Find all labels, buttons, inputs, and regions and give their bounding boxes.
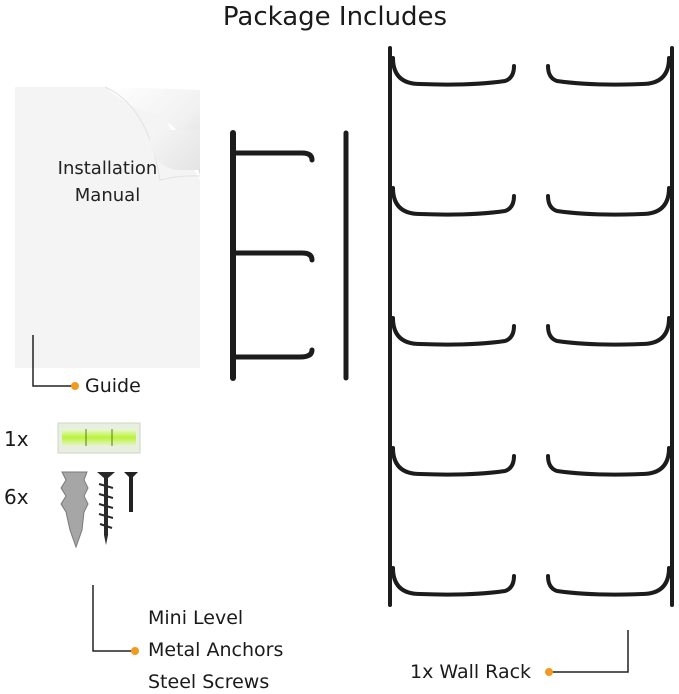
steel-screws-label: Steel Screws xyxy=(148,671,270,693)
wall-rack-label: 1x Wall Rack xyxy=(410,661,532,683)
manual-line-1: Installation xyxy=(57,158,158,179)
rack-hook-left-4 xyxy=(391,446,516,477)
rack-hook-right-2 xyxy=(546,186,671,217)
rack-hook-right-3 xyxy=(546,316,671,347)
rack-hook-left-2 xyxy=(391,186,516,217)
hardware-leader-line xyxy=(92,585,133,652)
rack-leader-line xyxy=(552,630,629,673)
guide-dot xyxy=(71,382,79,390)
mini-level-label: Mini Level xyxy=(148,607,244,629)
guide-label: Guide xyxy=(85,375,141,397)
rack-hook-right-4 xyxy=(546,446,671,477)
metal-anchors-label: Metal Anchors xyxy=(148,639,284,661)
side-bracket xyxy=(230,130,349,381)
rack-hook-right-1 xyxy=(546,56,671,87)
rack-dot xyxy=(545,668,553,676)
rack-hook-left-3 xyxy=(391,316,516,347)
rack-hook-left-5 xyxy=(391,566,516,597)
hardware-dot xyxy=(131,647,139,655)
page-title: Package Includes xyxy=(222,2,448,32)
guide-leader-line xyxy=(32,335,73,387)
wall-rack-image xyxy=(388,46,674,607)
hardware-quantity: 6x xyxy=(4,485,29,509)
rack-hook-left-1 xyxy=(391,56,516,87)
mini-level-image xyxy=(57,422,141,454)
rack-hook-right-5 xyxy=(546,566,671,597)
anchors-screws-image xyxy=(60,471,138,549)
manual-line-2: Manual xyxy=(74,185,141,206)
level-quantity: 1x xyxy=(4,427,29,451)
installation-manual-image xyxy=(15,86,201,368)
manual-text: Installation Manual xyxy=(15,155,200,209)
